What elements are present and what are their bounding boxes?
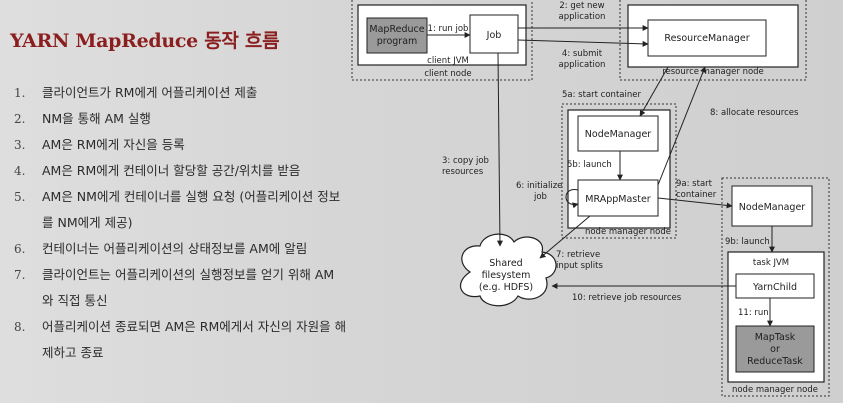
step-copy-job-resources-label-2: resources — [442, 167, 484, 177]
node-manager-2-label: NodeManager — [739, 202, 806, 213]
arrow-initialize-job — [565, 189, 579, 209]
step-copy-job-resources-label-1: 3: copy job — [442, 156, 489, 166]
step-retrieve-input-splits-label-2: input splits — [556, 261, 603, 271]
mapreduce-program-label-2: program — [377, 36, 418, 47]
step-run-job-label: 1: run job — [428, 24, 469, 34]
step-number: 8. — [14, 320, 26, 334]
step-item: 4. AM은 RM에게 컨테이너 할당할 공간/위치를 받음 — [12, 158, 432, 184]
resource-manager-node-label: resource manager node — [662, 67, 764, 77]
shared-fs-label-1: Shared — [489, 258, 522, 269]
node-manager-node-2-boundary — [721, 177, 830, 397]
step-item: 2. NM을 통해 AM 실행 — [12, 106, 432, 132]
step-item: 7. 클라이언트는 어플리케이션의 실행정보를 얻기 위해 AM — [12, 262, 432, 288]
step-initialize-job-label-1: 6: initialize — [516, 181, 562, 191]
step-start-container-9a-label-2: container — [676, 190, 717, 200]
step-submit-application-label-1: 4: submit — [562, 49, 603, 59]
client-jvm-label: client JVM — [427, 56, 469, 66]
mr-app-master-label: MRAppMaster — [585, 194, 651, 205]
step-number: 6. — [14, 242, 26, 256]
step-text: 클라이언트가 RM에게 어플리케이션 제출 — [42, 85, 258, 100]
step-item: 3. AM은 RM에게 자신을 등록 — [12, 132, 432, 158]
job-label: Job — [486, 30, 502, 41]
shared-fs-label-3: (e.g. HDFS) — [479, 282, 533, 293]
step-text: NM을 통해 AM 실행 — [42, 111, 151, 126]
client-node-label: client node — [424, 69, 471, 79]
step-submit-application-label-2: application — [559, 60, 606, 70]
node-manager-node-1-boundary — [561, 103, 677, 239]
step-start-container-9a-label-1: 9a: start — [676, 179, 713, 189]
step-item: 1. 클라이언트가 RM에게 어플리케이션 제출 — [12, 80, 432, 106]
mapreduce-program-box — [366, 17, 428, 54]
client-node-boundary — [351, 0, 533, 81]
step-number: 2. — [14, 112, 26, 126]
resource-manager-node-boundary — [619, 0, 807, 81]
map-task-label-1: MapTask — [755, 332, 796, 343]
step-item: 6. 컨테이너는 어플리케이션의 상태정보를 AM에 알림 — [12, 236, 432, 262]
mr-app-master-box — [577, 179, 659, 217]
arrow-allocate-resources — [657, 66, 706, 186]
step-text: AM은 RM에게 자신을 등록 — [42, 137, 185, 152]
mapreduce-program-label-1: MapReduce — [369, 24, 424, 35]
node-manager-node-1-label: node manager node — [585, 227, 671, 237]
step-text: 컨테이너는 어플리케이션의 상태정보를 AM에 알림 — [42, 241, 308, 256]
node-manager-1-label: NodeManager — [585, 129, 652, 140]
step-item-continued: 제하고 종료 — [12, 340, 432, 366]
job-box — [469, 14, 519, 54]
step-number: 7. — [14, 268, 26, 282]
step-start-container-5a-label: 5a: start container — [562, 90, 641, 100]
step-number: 5. — [14, 190, 26, 204]
step-initialize-job-label-2: job — [533, 192, 547, 202]
step-number: 1. — [14, 86, 26, 100]
arrow-start-container-9a — [657, 197, 733, 209]
node-manager-node-2-label: node manager node — [732, 385, 818, 395]
resource-manager-box — [647, 19, 767, 57]
step-item-continued: 를 NM에게 제공) — [12, 210, 432, 236]
arrow-copy-job-resources — [496, 52, 503, 247]
step-retrieve-job-resources-label: 10: retrieve job resources — [572, 293, 682, 303]
step-launch-5b-label: 5b: launch — [567, 160, 612, 170]
step-text: AM은 NM에게 컨테이너를 실행 요청 (어플리케이션 정보 — [42, 189, 341, 204]
yarn-child-box — [735, 273, 815, 299]
resource-manager-label: ResourceManager — [664, 33, 749, 44]
step-item-continued: 와 직접 통신 — [12, 288, 432, 314]
step-number: 4. — [14, 164, 26, 178]
step-retrieve-input-splits-label-1: 7: retrieve — [556, 250, 600, 260]
arrow-start-container-5a — [639, 66, 669, 117]
step-text: 와 직접 통신 — [42, 293, 108, 308]
map-task-box — [735, 325, 815, 373]
map-task-label-2: or — [770, 344, 780, 355]
arrow-submit-application — [517, 39, 649, 47]
task-jvm-label: task JVM — [753, 258, 789, 268]
step-item: 8. 어플리케이션 종료되면 AM은 RM에게서 자신의 자원을 해 — [12, 314, 432, 340]
arrow-retrieve-input-splits — [539, 215, 591, 259]
shared-filesystem-cloud — [459, 233, 557, 307]
node-manager-2-box — [731, 185, 813, 227]
step-get-new-application-label-1: 2: get new — [559, 1, 604, 11]
node-manager-1-box — [577, 115, 659, 152]
step-list: 1. 클라이언트가 RM에게 어플리케이션 제출 2. NM을 통해 AM 실행… — [12, 80, 432, 366]
step-text: 클라이언트는 어플리케이션의 실행정보를 얻기 위해 AM — [42, 267, 335, 282]
step-text: AM은 RM에게 컨테이너 할당할 공간/위치를 받음 — [42, 163, 301, 178]
map-task-label-3: ReduceTask — [747, 356, 803, 367]
yarn-child-label: YarnChild — [752, 282, 797, 293]
step-launch-9b-label: 9b: launch — [725, 237, 770, 247]
slide-title: YARN MapReduce 동작 흐름 — [10, 30, 280, 52]
step-text: 어플리케이션 종료되면 AM은 RM에게서 자신의 자원을 해 — [42, 319, 347, 334]
step-text: 제하고 종료 — [42, 345, 104, 360]
step-number: 3. — [14, 138, 26, 152]
step-run-11-label: 11: run — [738, 308, 769, 318]
step-get-new-application-label-2: application — [559, 12, 606, 22]
shared-fs-label-2: filesystem — [482, 270, 531, 281]
step-allocate-resources-label: 8: allocate resources — [710, 108, 799, 118]
step-item: 5. AM은 NM에게 컨테이너를 실행 요청 (어플리케이션 정보 — [12, 184, 432, 210]
step-text: 를 NM에게 제공) — [42, 215, 133, 230]
